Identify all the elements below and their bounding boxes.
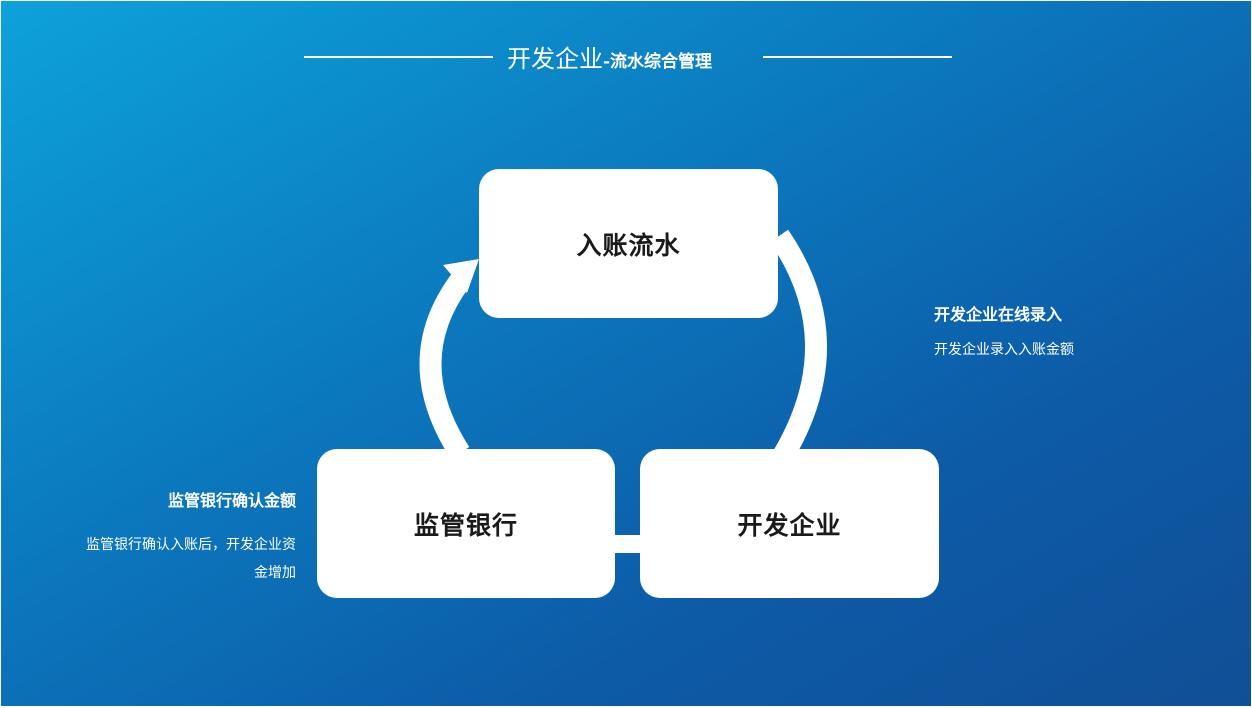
- note-bank-body: 监管银行确认入账后，开发企业资金增加: [86, 537, 296, 581]
- arrowhead-to-top: [443, 259, 479, 293]
- node-supervising-bank: 监管银行: [317, 449, 615, 598]
- title-sub: -流水综合管理: [603, 52, 713, 72]
- arc-top-to-right: [769, 229, 827, 462]
- connector-bottom: [609, 535, 645, 553]
- title-row: 开发企业-流水综合管理: [1, 43, 1251, 79]
- note-developer-title: 开发企业在线录入: [934, 305, 1063, 324]
- page-title: 开发企业-流水综合管理: [507, 43, 757, 78]
- node-developer: 开发企业: [640, 449, 939, 598]
- note-bank-title: 监管银行确认金额: [167, 491, 296, 510]
- title-rule-right: [763, 56, 952, 58]
- title-rule-left: [304, 56, 493, 58]
- node-ledger-flow: 入账流水: [479, 169, 778, 318]
- arc-left-to-top: [419, 274, 470, 459]
- title-main: 开发企业: [507, 45, 603, 73]
- note-developer-body: 开发企业录入入账金额: [934, 342, 1074, 358]
